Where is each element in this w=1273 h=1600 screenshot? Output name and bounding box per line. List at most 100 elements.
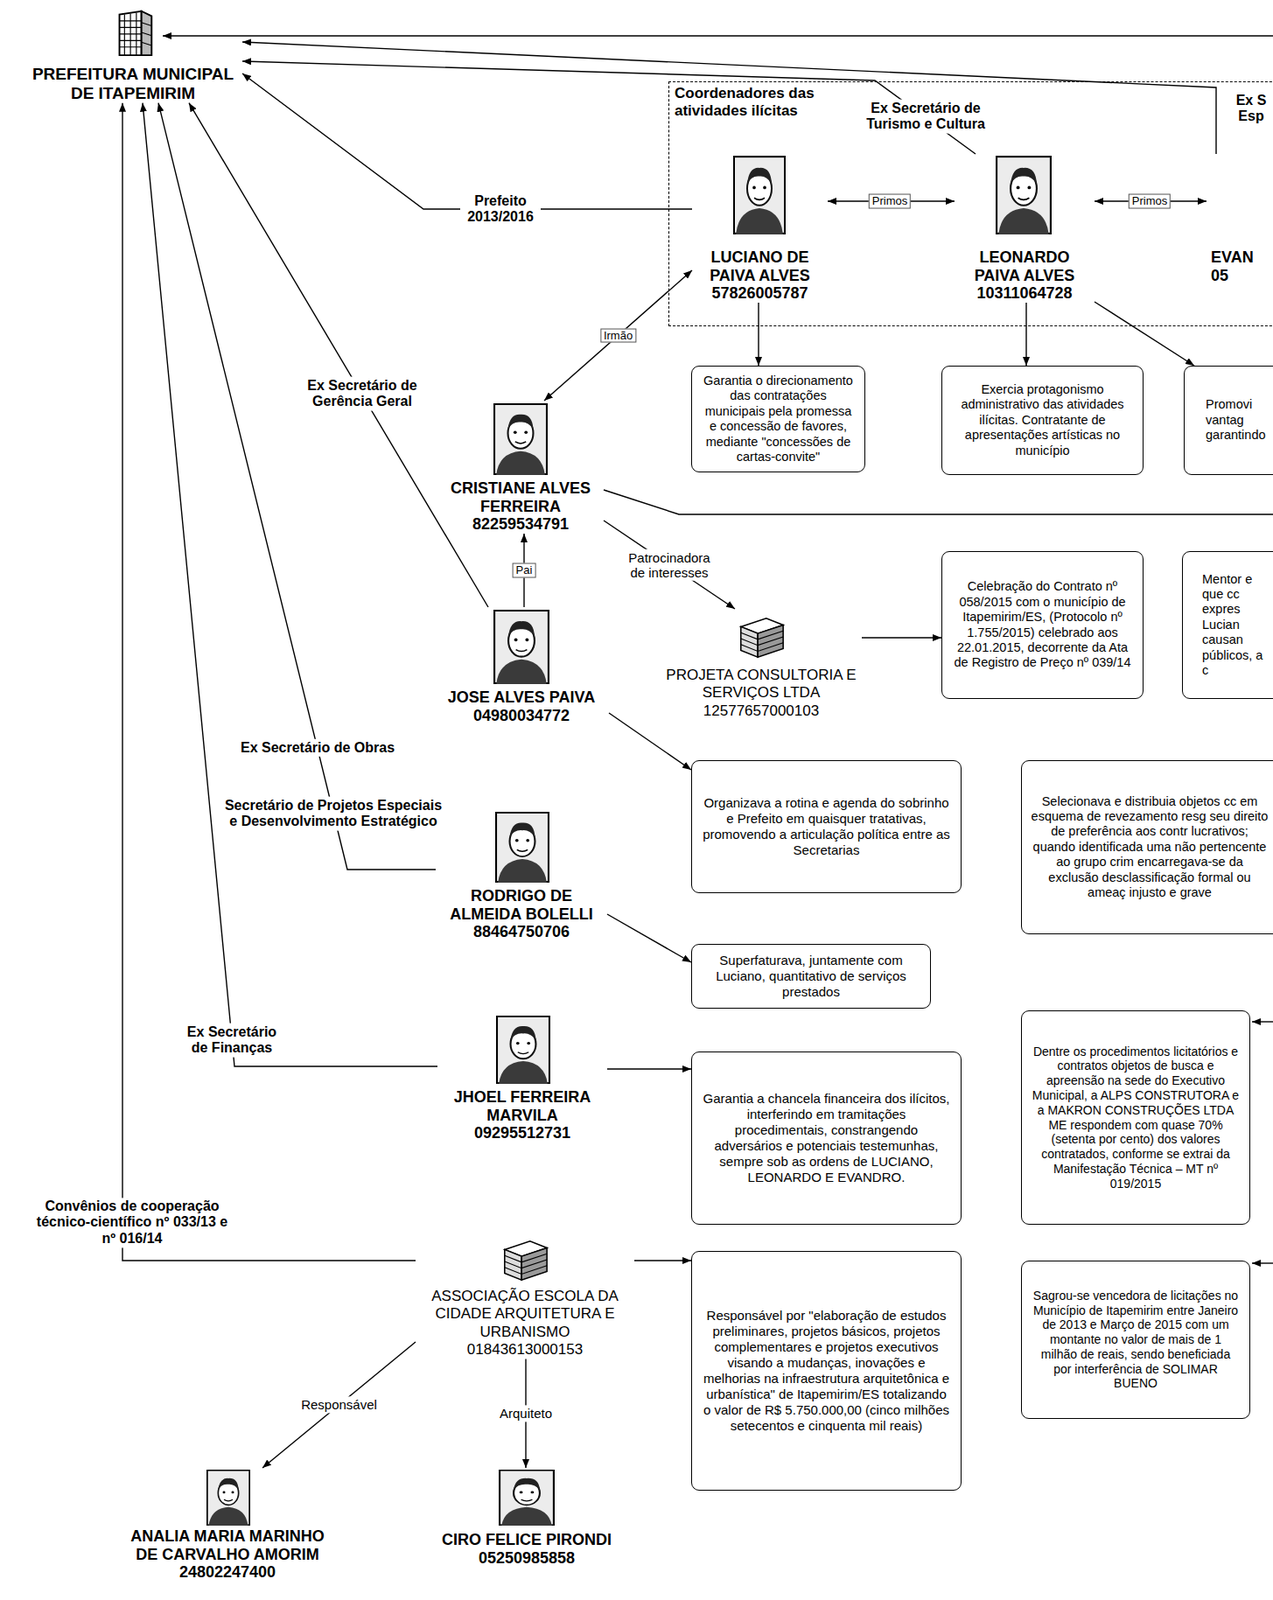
note-box: Garantia o direcionamento das contrataçõ… (691, 365, 866, 473)
node-text: CIRO FELICE PIRONDI (421, 1531, 632, 1550)
person-card: CIRO FELICE PIRONDI05250985858 (421, 1468, 632, 1567)
node-text: Superfaturava, juntamente com Luciano, q… (700, 952, 922, 1001)
person-photo (496, 1016, 550, 1085)
edge-label: Primos (868, 194, 911, 210)
node-text: CRISTIANE ALVES FERREIRA (437, 479, 604, 516)
node-text: Dentre os procedimentos licitatórios e c… (1030, 1044, 1241, 1192)
edge-label: Primos (1128, 194, 1171, 210)
node-text: JHOEL FERREIRA MARVILA (437, 1088, 608, 1125)
node-text: Organizava a rotina e agenda do sobrinho… (700, 795, 952, 859)
connector-arrow (188, 103, 489, 608)
edge-label: Ex Secretário de Gerência Geral (296, 377, 428, 412)
node-text: Sagrou-se vencedora de licitações no Mun… (1030, 1288, 1241, 1392)
connector-arrow (142, 103, 438, 1067)
node-text: ASSOCIAÇÃO ESCOLA DA CIDADE ARQUITETURA … (415, 1287, 635, 1342)
node-id-number: 82259534791 (437, 515, 604, 534)
person-card: LEONARDO PAIVA ALVES10311064728 (954, 153, 1095, 303)
node-id-number: 10311064728 (954, 284, 1095, 303)
edge-label: Responsável (298, 1396, 380, 1413)
node-id-number: 05 (1210, 266, 1273, 286)
offpage-connector (1252, 1262, 1273, 1264)
node-id-number: 05250985858 (421, 1549, 632, 1568)
person-card: JOSE ALVES PAIVA04980034772 (433, 607, 609, 725)
edge-label: Pai (512, 563, 537, 579)
note-box: Celebração do Contrato nº 058/2015 com o… (941, 551, 1144, 700)
connector-arrow (607, 914, 692, 963)
node-text: RODRIGO DE ALMEIDA BOLELLI (435, 887, 608, 924)
node-text: Selecionava e distribuia objetos cc em e… (1030, 794, 1269, 902)
node-text: PROJETA CONSULTORIA E SERVIÇOS LTDA (660, 666, 862, 703)
person-photo (499, 1470, 554, 1526)
person-card: ANALIA MARIA MARINHO DE CARVALHO AMORIM2… (122, 1468, 333, 1582)
node-text: Promovi vantag garantindo (1205, 397, 1273, 443)
person-photo (496, 812, 549, 883)
note-box: Selecionava e distribuia objetos cc em e… (1021, 760, 1273, 935)
connector-arrow (861, 636, 942, 638)
connector-arrow (608, 713, 692, 770)
person-photo (494, 404, 547, 476)
person-card: LUCIANO DE PAIVA ALVES57826005787 (692, 153, 828, 303)
node-text: Garantia a chancela financeira dos ilíci… (700, 1091, 952, 1186)
node-text: PREFEITURA MUNICIPAL DE ITAPEMIRIM (23, 64, 243, 104)
edge-label: Convênios de cooperação técnico-científi… (31, 1197, 233, 1248)
connector-arrow (242, 73, 693, 210)
node-text: Responsável por "elaboração de estudos p… (700, 1307, 952, 1434)
person-photo (734, 156, 785, 235)
node-text: Coordenadores das atividades ilícitas (674, 84, 850, 121)
connector-arrow (1094, 301, 1195, 366)
node-id-number: 88464750706 (435, 923, 608, 942)
note-box: Exercia protagonismo administrativo das … (941, 365, 1144, 476)
node-id-number: 24802247400 (122, 1563, 333, 1582)
connector-arrow (158, 103, 436, 870)
free-label: Ex Secretário de Obras (237, 739, 398, 757)
node-text: Garantia o direcionamento das contrataçõ… (700, 373, 856, 465)
node-id-number: 09295512731 (437, 1124, 608, 1143)
connector-arrow (634, 1259, 692, 1261)
node-id-number: 04980034772 (433, 706, 609, 726)
node-id-number: 12577657000103 (660, 702, 862, 721)
note-box: Promovi vantag garantindo (1183, 365, 1273, 476)
connector-arrow (262, 1342, 416, 1469)
person-photo (494, 610, 549, 685)
person-card: RODRIGO DE ALMEIDA BOLELLI88464750706 (435, 809, 608, 942)
edge-label: Ex Secretário de Turismo e Cultura (860, 99, 992, 134)
connector-arrow (603, 520, 735, 609)
node-id-number: 57826005787 (692, 284, 828, 303)
node-text: ANALIA MARIA MARINHO DE CARVALHO AMORIM (122, 1527, 333, 1564)
city-hall-node: PREFEITURA MUNICIPAL DE ITAPEMIRIM (23, 6, 243, 104)
note-box: Mentor e que cc expres Lucian causan púb… (1182, 551, 1273, 700)
note-box: Superfaturava, juntamente com Luciano, q… (691, 944, 931, 1009)
offpage-connector (1252, 1021, 1273, 1022)
node-text: Celebração do Contrato nº 058/2015 com o… (951, 579, 1134, 671)
node-text: LEONARDO PAIVA ALVES (954, 248, 1095, 285)
person-card: JHOEL FERREIRA MARVILA09295512731 (437, 1013, 608, 1143)
node-text: LUCIANO DE PAIVA ALVES (692, 248, 828, 285)
node-text: JOSE ALVES PAIVA (433, 688, 609, 707)
edge-label: Secretário de Projetos Especiais e Desen… (218, 797, 448, 832)
edge-label: Patrocinadora de interesses (620, 548, 719, 581)
connector-arrow (544, 270, 693, 401)
node-text: Exercia protagonismo administrativo das … (951, 382, 1134, 459)
edge-label: Ex Secretário de Finanças (177, 1023, 287, 1058)
connector-arrow (1025, 302, 1027, 366)
person-card: EVAN05 (1206, 153, 1273, 285)
company-node: PROJETA CONSULTORIA E SERVIÇOS LTDA12577… (660, 608, 862, 721)
connector-arrow (122, 103, 416, 1261)
edge-label: Irmão (600, 328, 637, 343)
offpage-connector (162, 34, 1273, 36)
company-node: ASSOCIAÇÃO ESCOLA DA CIDADE ARQUITETURA … (415, 1231, 635, 1360)
node-id-number: 01843613000153 (415, 1341, 635, 1359)
connector-arrow (757, 302, 759, 366)
note-box: Organizava a rotina e agenda do sobrinho… (691, 760, 962, 894)
connector-arrow (607, 1068, 692, 1070)
edge-label: Prefeito 2013/2016 (460, 192, 541, 227)
person-photo (996, 156, 1051, 235)
offpage-connector (603, 489, 1273, 515)
company-icon (504, 1241, 547, 1280)
edge-label: Ex S Esp (1231, 91, 1272, 126)
note-box: Garantia a chancela financeira dos ilíci… (691, 1051, 962, 1225)
note-box: Responsável por "elaboração de estudos p… (691, 1251, 962, 1491)
edge-label: Arquiteto (496, 1405, 555, 1422)
note-box: Sagrou-se vencedora de licitações no Mun… (1021, 1260, 1251, 1420)
